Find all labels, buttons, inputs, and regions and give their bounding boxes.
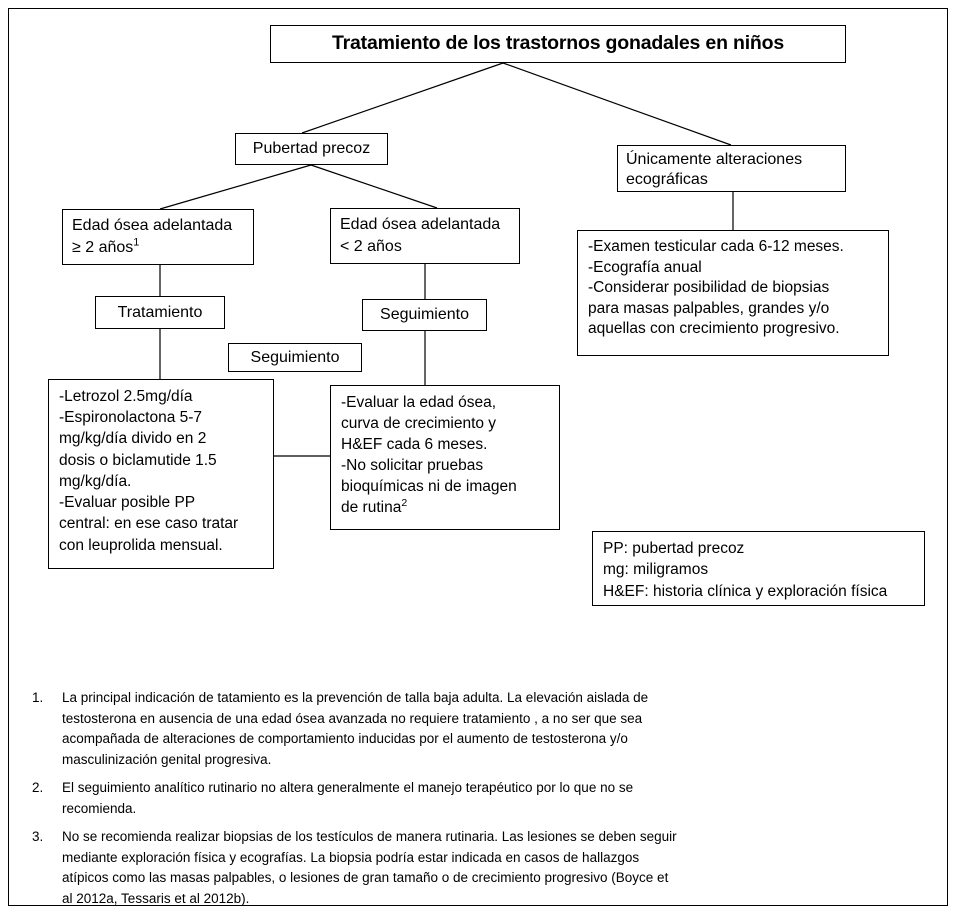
footnote-text: La principal indicación de tatamiento es… xyxy=(62,690,649,767)
footnote-marker-2: 2 xyxy=(401,497,408,510)
footnote-text: El seguimiento analítico rutinario no al… xyxy=(62,780,634,816)
footnote-number: 1. xyxy=(32,690,44,705)
legend-label: PP: pubertad precoz mg: miligramos H&EF:… xyxy=(603,540,888,600)
node-evaluar-text: -Evaluar la edad ósea, curva de crecimie… xyxy=(341,394,517,517)
diagram-outer-border xyxy=(8,8,948,906)
diagram-title-box: Tratamiento de los trastornos gonadales … xyxy=(270,25,846,63)
node-evaluar-seguimiento-detalle: -Evaluar la edad ósea, curva de crecimie… xyxy=(330,385,560,530)
node-edad-ge-label: Edad ósea adelantada ≥ 2 años1 xyxy=(72,215,244,258)
node-letrozol-label: -Letrozol 2.5mg/día -Espironolactona 5-7… xyxy=(59,388,239,554)
footnote-item: 3. No se recomienda realizar biopsias de… xyxy=(32,827,680,909)
footnotes-list: 1. La principal indicación de tatamiento… xyxy=(32,688,680,917)
node-examen-testicular-label: -Examen testicular cada 6-12 meses. -Eco… xyxy=(588,238,844,338)
node-edad-osea-adelantada-menor-2-anos: Edad ósea adelantada < 2 años xyxy=(330,208,520,264)
node-unicamente-label: Únicamente alteraciones ecográficas xyxy=(626,151,803,189)
footnote-item: 1. La principal indicación de tatamiento… xyxy=(32,688,680,770)
node-edad-lt-label: Edad ósea adelantada < 2 años xyxy=(340,216,501,255)
node-letrozol-tratamiento-detalle: -Letrozol 2.5mg/día -Espironolactona 5-7… xyxy=(48,379,274,569)
node-pubertad-precoz: Pubertad precoz xyxy=(235,133,388,165)
footnote-text: No se recomienda realizar biopsias de lo… xyxy=(62,829,677,906)
node-edad-ge-text: Edad ósea adelantada ≥ 2 años xyxy=(72,217,233,256)
node-seguimiento-centro-label: Seguimiento xyxy=(250,348,340,366)
node-edad-osea-adelantada-mayor-2-anos: Edad ósea adelantada ≥ 2 años1 xyxy=(62,209,254,265)
page-title: Tratamiento de los trastornos gonadales … xyxy=(332,32,784,55)
node-seguimiento-derecha-label: Seguimiento xyxy=(380,306,469,323)
node-tratamiento: Tratamiento xyxy=(95,296,225,329)
footnote-number: 3. xyxy=(32,829,44,845)
node-pubertad-precoz-label: Pubertad precoz xyxy=(252,139,371,157)
footnote-marker-1: 1 xyxy=(133,236,140,249)
node-unicamente-alteraciones-ecograficas: Únicamente alteraciones ecográficas xyxy=(617,145,846,192)
node-tratamiento-label: Tratamiento xyxy=(117,303,203,321)
node-abbreviations-legend: PP: pubertad precoz mg: miligramos H&EF:… xyxy=(592,531,925,606)
footnote-item: 2. El seguimiento analítico rutinario no… xyxy=(32,778,680,819)
node-seguimiento-derecha: Seguimiento xyxy=(362,299,487,331)
node-examen-testicular: -Examen testicular cada 6-12 meses. -Eco… xyxy=(577,230,889,356)
node-evaluar-label: -Evaluar la edad ósea, curva de crecimie… xyxy=(341,392,549,518)
node-seguimiento-centro: Seguimiento xyxy=(228,343,362,372)
footnote-number: 2. xyxy=(32,780,44,796)
